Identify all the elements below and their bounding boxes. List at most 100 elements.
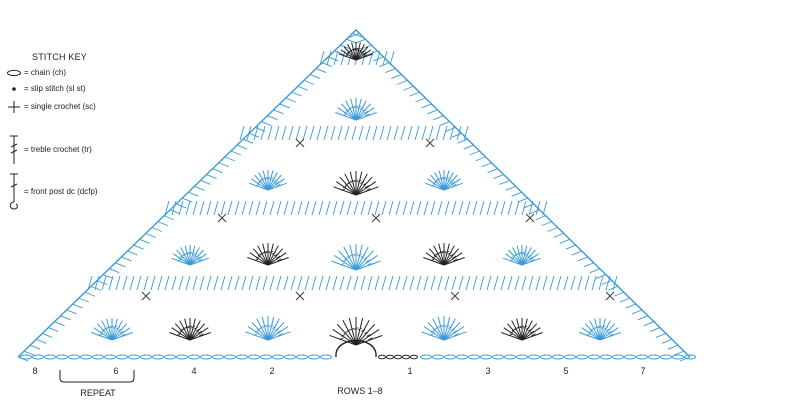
- row-stitch: [281, 125, 287, 141]
- sc-x-mark: [295, 291, 305, 301]
- fan-stitch-bar: [257, 253, 263, 257]
- row-stitch: [395, 275, 401, 291]
- fan-stitch: [423, 326, 445, 341]
- row-stitch: [164, 275, 170, 291]
- edge-stitch: [242, 138, 254, 144]
- treble-crochet-icon: [4, 134, 24, 166]
- edge-stitch: [60, 315, 71, 321]
- edge-stitch: [409, 91, 420, 97]
- fan-stitch-bar: [262, 250, 268, 254]
- fan-stitch: [261, 316, 269, 341]
- base-chain-stitch: [540, 354, 552, 360]
- fan-stitch-bar: [528, 256, 534, 260]
- base-chain-stitch: [92, 354, 104, 360]
- fan-stitch-bar: [448, 325, 453, 329]
- row-stitch: [115, 275, 121, 291]
- edge-stitch: [54, 321, 65, 327]
- fan-stitch-bar: [366, 334, 371, 337]
- fan-stitch-bar: [350, 327, 355, 331]
- fan-stitch-bar: [449, 179, 454, 183]
- fan-stitch: [443, 252, 463, 266]
- fan-stitch: [355, 323, 376, 346]
- fan-stitch: [438, 170, 445, 191]
- fan-stitch-bar: [177, 330, 183, 334]
- fan-stitch: [599, 323, 616, 341]
- fan-stitch-bar: [341, 259, 347, 263]
- fan-stitch-bar: [356, 48, 361, 51]
- row-stitch: [409, 200, 415, 216]
- fan-stitch-bar: [339, 337, 344, 341]
- fan-stitch: [355, 186, 379, 196]
- edge-stitch: [352, 32, 363, 38]
- edge-stitch: [667, 344, 679, 350]
- fan-stitch-bar: [441, 250, 447, 254]
- row-stitch: [129, 275, 135, 291]
- fan-stitch-bar: [589, 328, 595, 332]
- edge-stitch: [553, 232, 564, 238]
- edge-stitch: [547, 227, 558, 232]
- fan-stitch: [508, 249, 523, 266]
- row-stitch: [171, 275, 177, 291]
- fan-stitch: [267, 172, 278, 191]
- fan-stitch-bar: [255, 183, 260, 187]
- base-chain-stitch: [260, 354, 272, 360]
- fan-stitch: [247, 257, 269, 266]
- fan-stitch: [516, 318, 523, 341]
- fan-stitch: [267, 316, 275, 341]
- fan-stitch: [189, 318, 196, 341]
- base-chain-stitch: [504, 354, 516, 360]
- row-stitch: [442, 125, 448, 141]
- row-stitch: [535, 275, 541, 291]
- sc-x-mark: [525, 213, 535, 223]
- base-chain-stitch: [672, 354, 684, 360]
- row-stitch: [375, 50, 381, 66]
- fan-stitch: [184, 245, 191, 266]
- row-stitch: [444, 275, 450, 291]
- edge-stitch: [109, 268, 120, 274]
- edge-stitch: [595, 274, 606, 280]
- row-stitch: [451, 275, 457, 291]
- fan-stitch-bar: [452, 330, 458, 333]
- row-stitch: [514, 275, 520, 291]
- row-stitch: [316, 125, 322, 141]
- chart-marks: [141, 138, 615, 360]
- fan-stitch: [355, 260, 381, 271]
- edge-stitch: [397, 79, 408, 85]
- row-stitch: [430, 200, 436, 216]
- edge-stitch: [127, 250, 138, 256]
- edge-stitch: [48, 327, 59, 332]
- fan-stitch: [512, 247, 523, 266]
- row-stitch: [416, 275, 422, 291]
- row-stitch: [192, 275, 198, 291]
- fan-stitch-bar: [519, 251, 525, 255]
- base-chain-stitch: [56, 354, 68, 360]
- sc-x-mark: [295, 138, 305, 148]
- base-chain-stitch: [528, 354, 540, 360]
- fan-stitch-bar: [345, 108, 351, 112]
- fan-stitch: [111, 318, 118, 341]
- fan-stitch-bar: [365, 259, 371, 263]
- fan-stitch-bar: [278, 333, 283, 336]
- fan-stitch: [579, 332, 601, 341]
- row-stitch: [465, 275, 471, 291]
- edge-stitch: [322, 62, 333, 68]
- edge-stitch: [315, 68, 327, 74]
- edge-stitch: [103, 274, 114, 280]
- edge-stitch: [445, 127, 456, 132]
- edge-stitch: [78, 297, 90, 303]
- fan-stitch: [189, 245, 196, 266]
- edge-stitch: [72, 303, 83, 309]
- row-stitch: [493, 275, 499, 291]
- fan-stitch-bar: [605, 328, 611, 332]
- fan-stitch: [349, 171, 357, 196]
- fan-stitch: [171, 327, 191, 341]
- row-stitch: [227, 200, 233, 216]
- fan-stitch: [169, 332, 191, 341]
- fan-stitch-bar: [360, 255, 365, 258]
- fan-stitch-bar: [274, 327, 280, 331]
- edge-stitch: [589, 268, 600, 274]
- row-stitch: [416, 200, 422, 216]
- fan-stitch-bar: [268, 250, 274, 254]
- fan-stitch: [333, 186, 357, 196]
- base-chain-stitch: [176, 354, 188, 360]
